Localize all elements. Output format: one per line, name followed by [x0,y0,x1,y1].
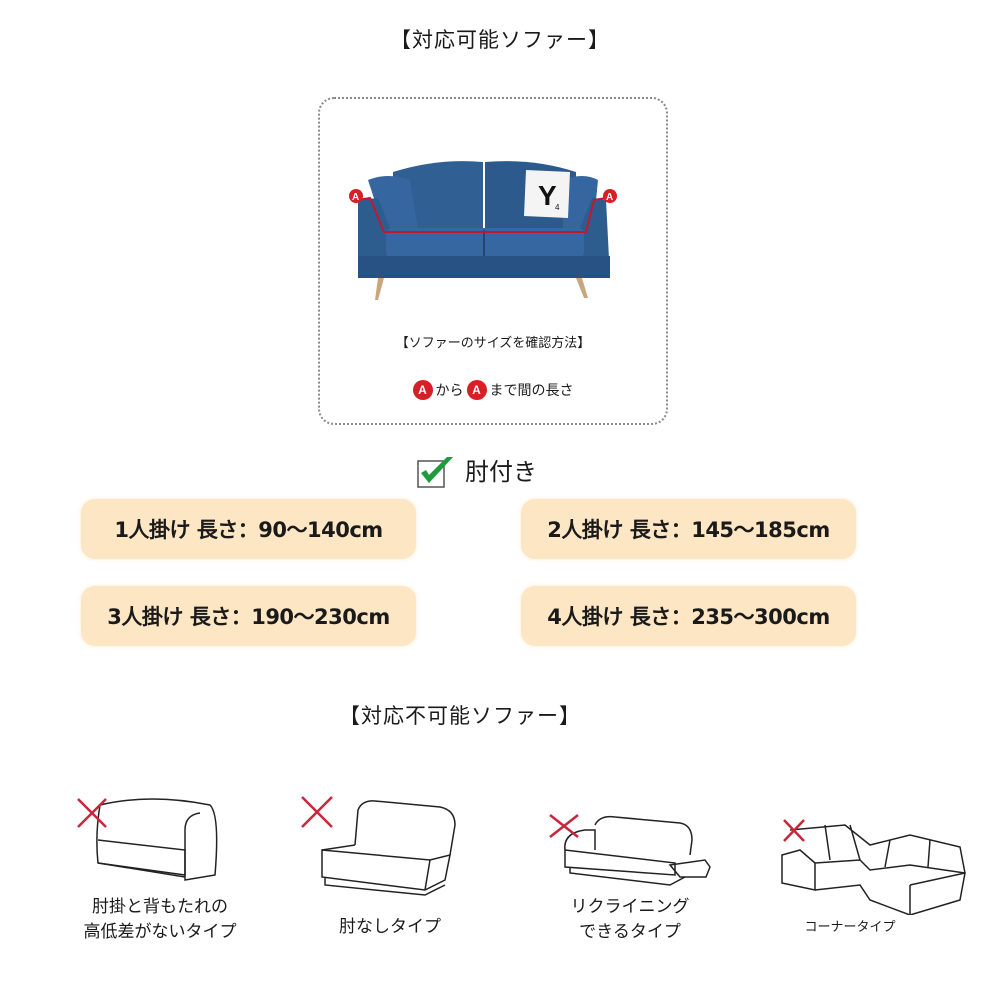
svg-text:4: 4 [555,203,560,212]
size-3-seater: 3人掛け 長さ：190〜230cm [81,586,416,646]
measurement-method-title: 【ソファーのサイズを確認方法】 [395,336,591,351]
armrest-label: 肘付き [465,458,537,486]
blue-sofa-illustration: Y 4 A A [348,150,623,305]
armrest-indicator: 肘付き [417,452,537,488]
to-text: まで間の長さ [489,383,574,399]
svg-text:A: A [606,192,613,203]
incompatible-type-corner: コーナータイプ [770,805,990,940]
compatible-sofas-title: 【対応可能ソファー】 [390,28,610,52]
reclining-sofa-icon [549,814,711,886]
point-a-badge: A [466,380,487,400]
type-label: コーナータイプ [804,920,896,935]
corner-sofa-icon [781,819,966,915]
measurement-guide-frame [318,97,668,425]
incompatible-type-armless: 肘なしタイプ [290,785,510,940]
incompatible-type-reclining: リクライニング できるタイプ [530,795,750,945]
svg-text:A: A [352,192,359,203]
incompatible-sofas-title: 【対応不可能ソファー】 [339,704,581,728]
armless-sofa-icon [301,796,456,896]
measurement-description: A から A まで間の長さ [318,380,668,400]
size-4-seater: 4人掛け 長さ：235〜300cm [521,586,856,646]
checkmark-icon [417,455,453,488]
size-1-seater: 1人掛け 長さ：90〜140cm [81,499,416,559]
incompatible-type-flat-arm: 肘掛と背もたれの 高低差がないタイプ [60,785,280,945]
flat-arm-sofa-icon [77,798,218,881]
point-a-badge: A [412,380,433,400]
type-label: リクライニング できるタイプ [570,897,690,942]
pillow-letter: Y [538,180,557,211]
type-label: 肘なしタイプ [339,917,441,937]
size-2-seater: 2人掛け 長さ：145〜185cm [521,499,856,559]
from-text: から [435,383,464,399]
type-label: 肘掛と背もたれの 高低差がないタイプ [83,897,237,942]
